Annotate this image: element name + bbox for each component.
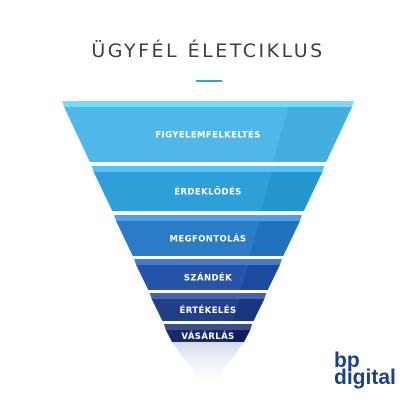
funnel-stage-bevel [91,166,325,172]
funnel-stage-2: ÉRDEKLŐDÉS [91,166,325,211]
funnel-stage-4: SZÁNDÉK [134,259,282,290]
funnel-stage-shade [233,299,265,321]
funnel-stage-shade [227,330,251,342]
funnel-stage-bevel [134,259,282,265]
funnel-stage-3: MEGFONTOLÁS [114,215,302,256]
funnel-stage-shade [260,172,323,211]
funnel-stage-bevel [114,215,302,221]
funnel-stage-bevel [149,293,267,299]
funnel-stage-label: ÉRDEKLŐDÉS [174,186,241,198]
funnel-stage-label: FIGYELEMFELKELTÉS [155,129,260,141]
funnel-stage-label: SZÁNDÉK [184,272,232,284]
funnel-stage-6: VÁSÁRLÁS [163,324,253,342]
funnel-tip-shadow [172,342,244,392]
bp-digital-logo: bp digital [334,349,396,389]
logo-digital: digital [334,366,396,389]
funnel-stage-bevel [163,324,253,330]
funnel-stage-shade [240,265,280,290]
title-underline [196,80,222,82]
funnel-stage-label: ÉRTÉKELÉS [180,304,237,316]
funnel-stage-label: VÁSÁRLÁS [181,330,234,342]
funnel-stage-shade [249,221,300,256]
funnel-stage-label: MEGFONTOLÁS [170,233,247,245]
funnel-stage-shade [272,107,352,162]
logo-bp: bp [334,349,360,372]
funnel-stage-bevel [62,101,354,107]
funnel-stage-5: ÉRTÉKELÉS [149,293,267,321]
page-title: ÜGYFÉL ÉLETCIKLUS [91,40,325,62]
funnel-stage-1: FIGYELEMFELKELTÉS [62,101,354,162]
